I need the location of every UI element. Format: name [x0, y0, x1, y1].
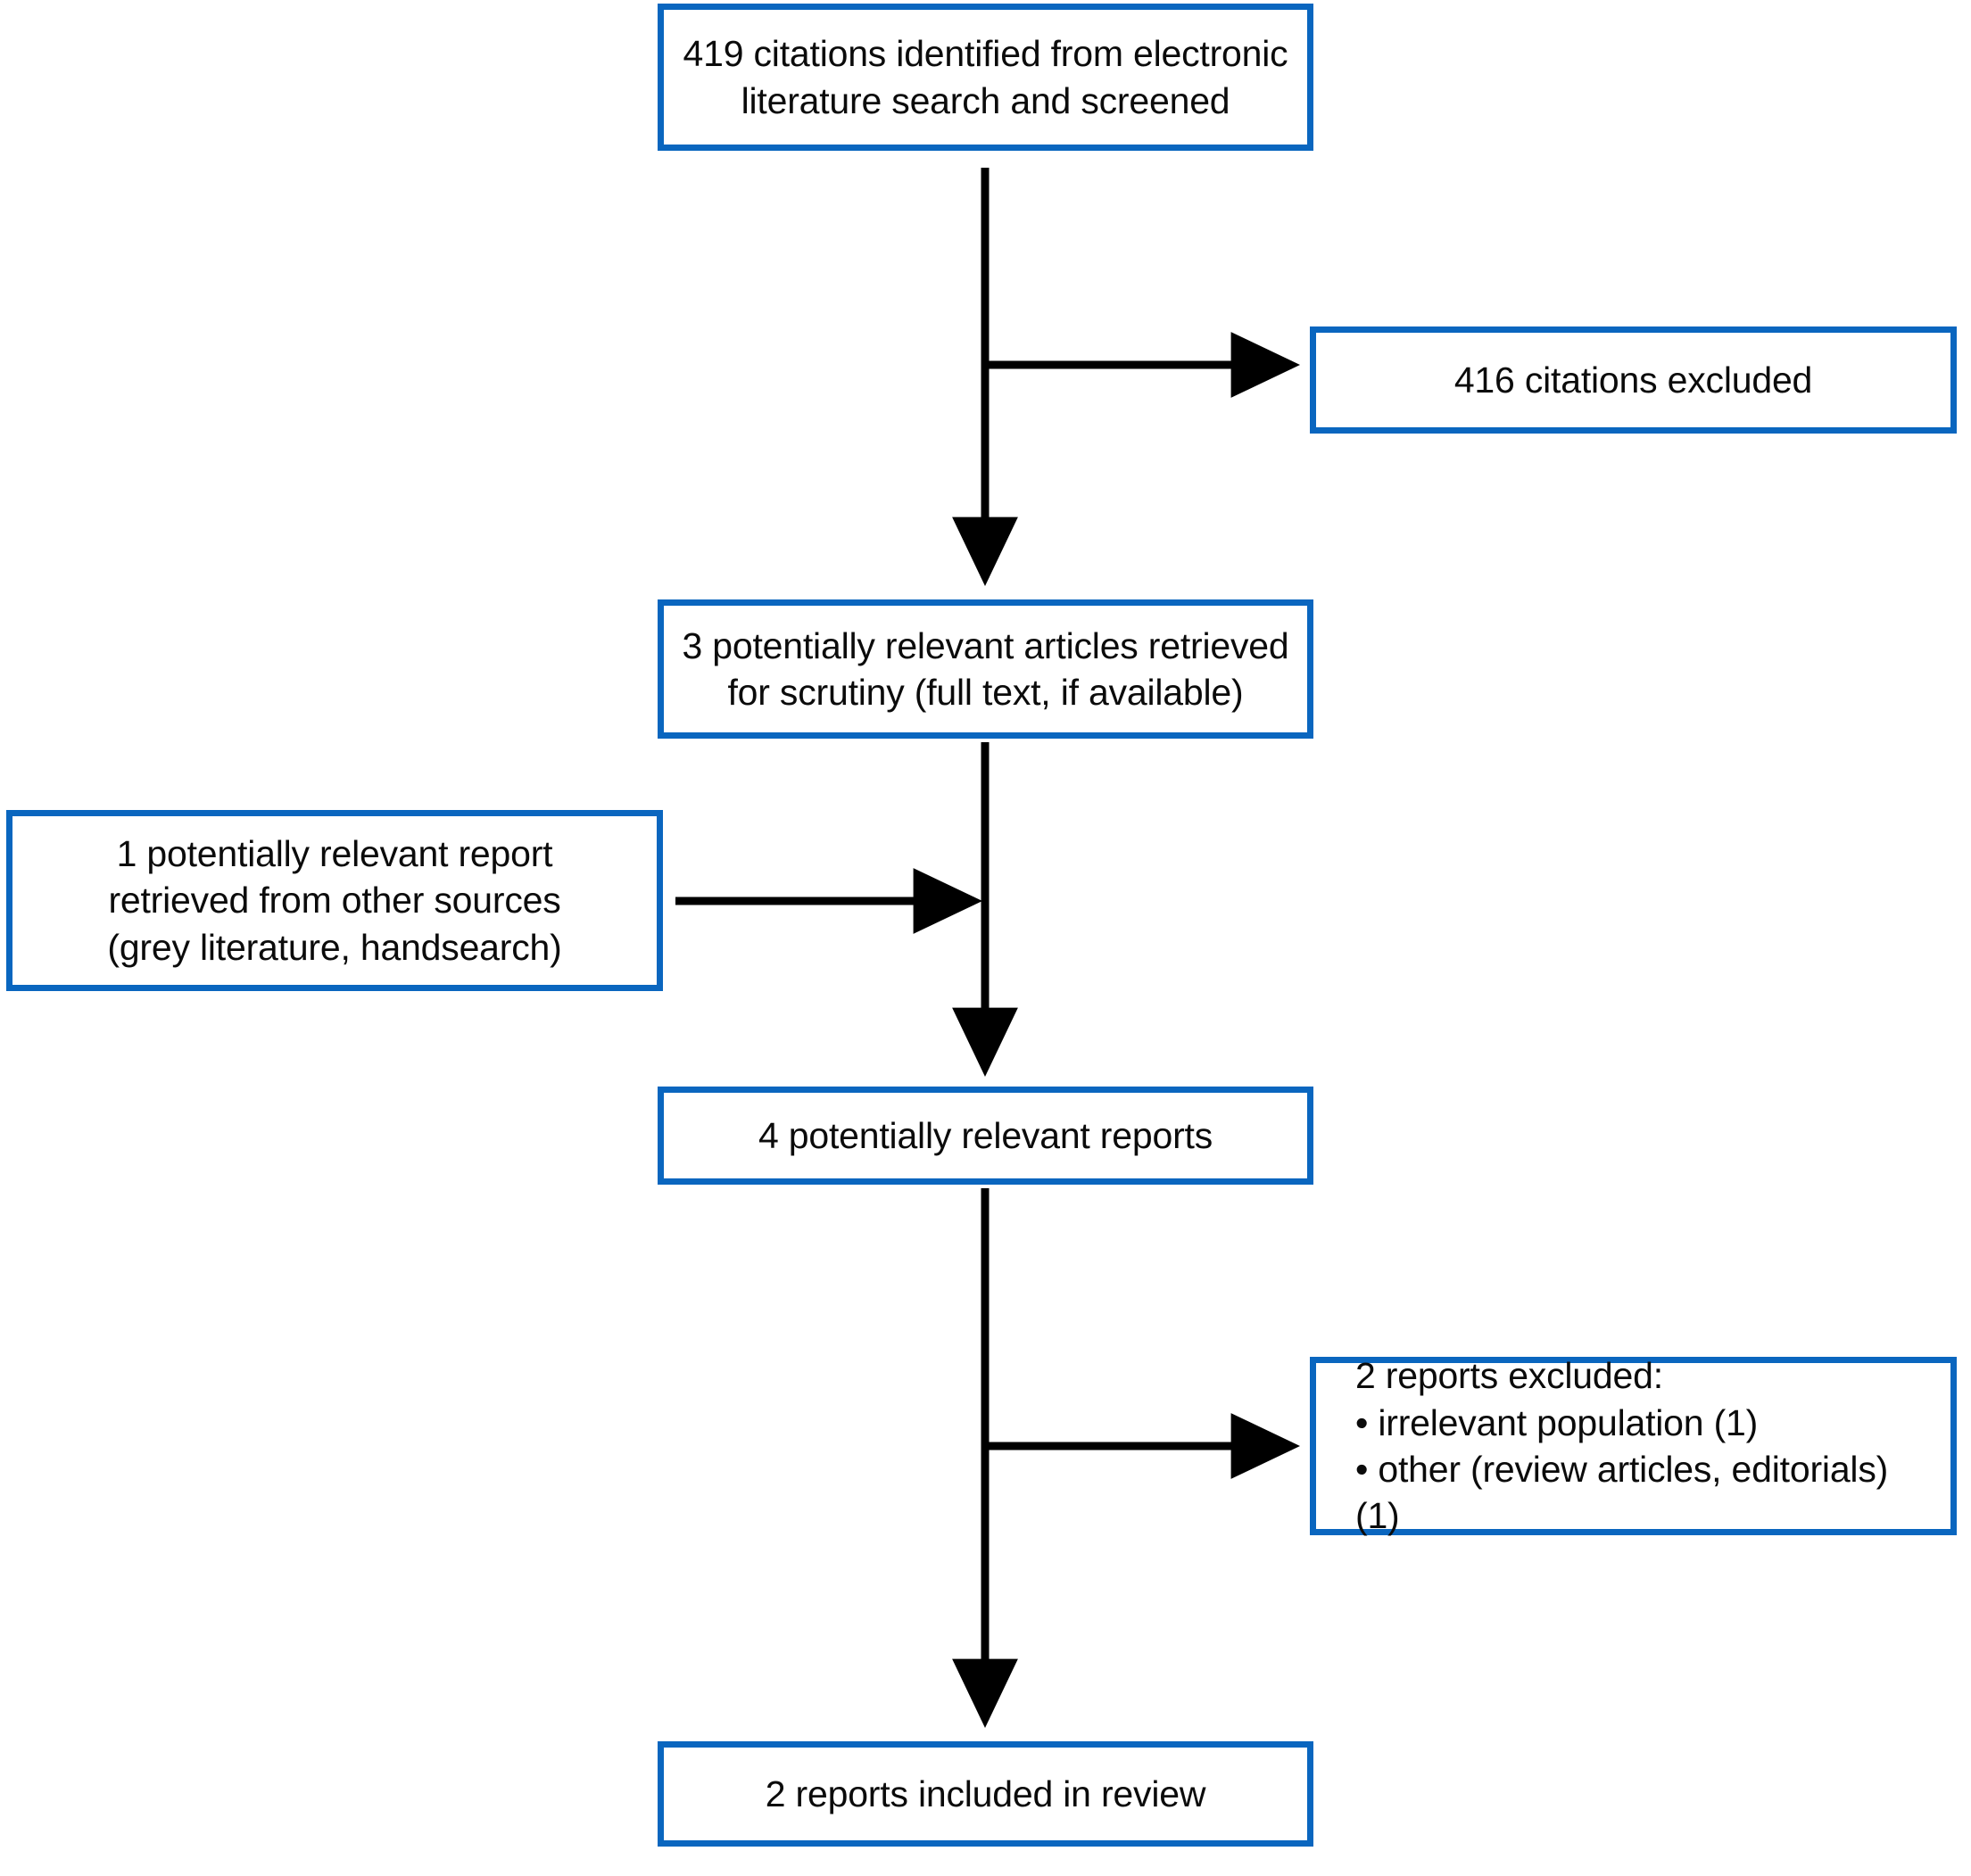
reports-excluded-label: 2 reports excluded: • irrelevant populat…: [1355, 1355, 1889, 1537]
other-sources-report-label: 1 potentially relevant report retrieved …: [107, 832, 562, 968]
other-sources-report-box: 1 potentially relevant report retrieved …: [6, 810, 663, 991]
reports-included-label: 2 reports included in review: [765, 1773, 1206, 1814]
reports-included-box: 2 reports included in review: [658, 1741, 1313, 1847]
citations-identified-label: 419 citations identified from electronic…: [683, 33, 1288, 121]
citations-identified-box: 419 citations identified from electronic…: [658, 4, 1313, 151]
citations-excluded-label: 416 citations excluded: [1453, 359, 1813, 401]
articles-retrieved-box: 3 potentially relevant articles retrieve…: [658, 599, 1313, 739]
citations-excluded-box: 416 citations excluded: [1310, 326, 1957, 434]
potentially-relevant-reports-box: 4 potentially relevant reports: [658, 1087, 1313, 1185]
articles-retrieved-label: 3 potentially relevant articles retrieve…: [682, 624, 1289, 713]
reports-excluded-box: 2 reports excluded: • irrelevant populat…: [1310, 1355, 1957, 1536]
potentially-relevant-reports-label: 4 potentially relevant reports: [758, 1114, 1213, 1156]
